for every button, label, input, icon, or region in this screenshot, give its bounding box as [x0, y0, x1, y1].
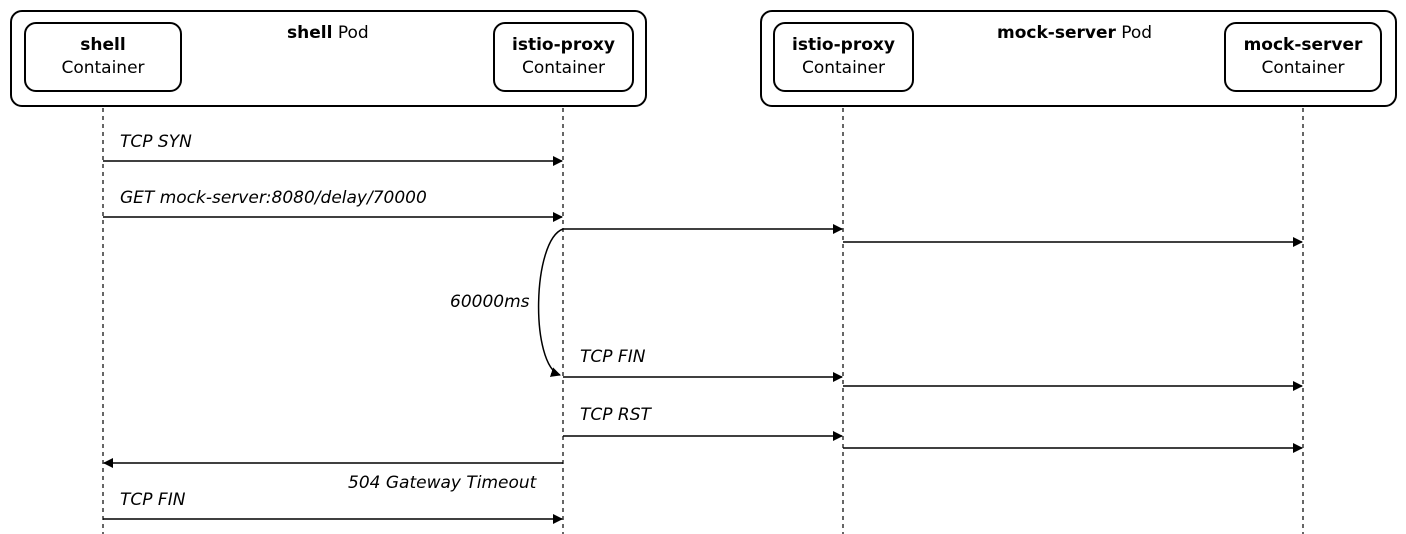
shell-container-type: Container	[61, 58, 145, 78]
label-tcp-syn: TCP SYN	[120, 132, 192, 152]
mock-server-pod-title: mock-server Pod	[997, 23, 1152, 43]
label-gateway-timeout: 504 Gateway Timeout	[348, 473, 537, 493]
label-tcp-fin-shell: TCP FIN	[120, 490, 186, 510]
label-tcp-fin-proxy: TCP FIN	[580, 347, 646, 367]
shell-istio-proxy-container: istio-proxy Container	[493, 22, 634, 92]
shell-pod-name: shell	[287, 23, 333, 43]
mock-server-container-type: Container	[1261, 58, 1345, 78]
mock-server-pod-name: mock-server	[997, 23, 1116, 43]
mock-server-pod-suffix: Pod	[1121, 23, 1153, 43]
mock-server-container-name: mock-server	[1243, 35, 1363, 55]
delay-curve	[537, 228, 564, 377]
label-get-request: GET mock-server:8080/delay/70000	[120, 188, 427, 208]
shell-istio-proxy-name: istio-proxy	[512, 35, 615, 55]
mock-istio-proxy-name: istio-proxy	[792, 35, 895, 55]
mock-istio-proxy-container: istio-proxy Container	[773, 22, 914, 92]
shell-container: shell Container	[24, 22, 182, 92]
shell-pod-suffix: Pod	[337, 23, 369, 43]
shell-istio-proxy-type: Container	[521, 58, 606, 78]
label-delay: 60000ms	[450, 292, 530, 312]
mock-istio-proxy-type: Container	[801, 58, 886, 78]
shell-pod-title: shell Pod	[287, 23, 369, 43]
shell-container-name: shell	[80, 35, 126, 55]
label-tcp-rst: TCP RST	[580, 405, 651, 425]
mock-server-container: mock-server Container	[1224, 22, 1382, 92]
